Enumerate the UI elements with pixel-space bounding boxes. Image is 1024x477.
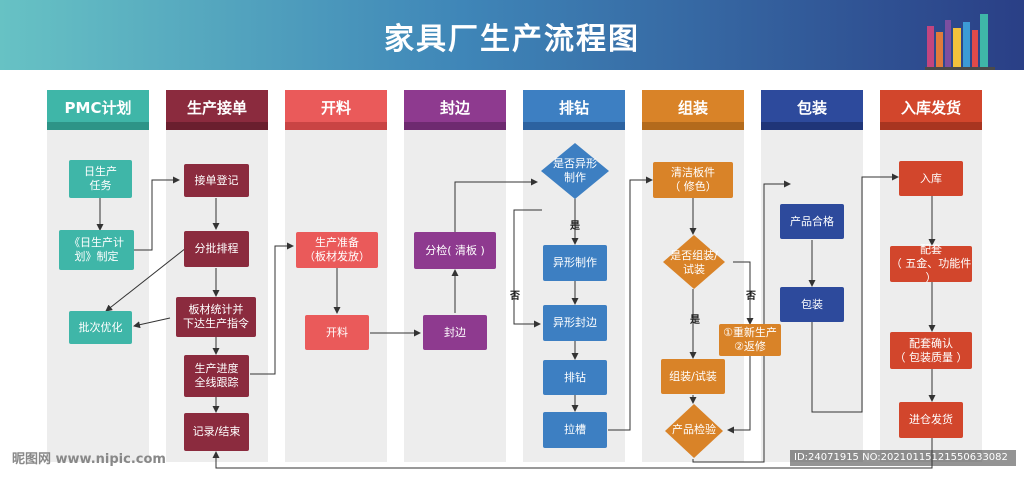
lane-label: 组装 [677, 99, 708, 117]
lane-label: 生产接单 [186, 99, 247, 117]
lane-edge: 封边 [404, 90, 506, 462]
node-order-register: 接单登记 [184, 164, 249, 197]
node-warehousing: 入库 [899, 161, 963, 196]
node-shipping: 进仓发货 [899, 402, 963, 438]
lane-header-shipping: 入库发货 [880, 90, 982, 130]
node-progress-track: 生产进度全线跟踪 [184, 355, 249, 397]
label-no-1: 否 [510, 291, 520, 302]
node-material-stat: 板材统计并下达生产指令 [176, 297, 256, 337]
lane-label: 开料 [320, 99, 351, 117]
node-drilling: 排钻 [543, 360, 607, 395]
header-banner [0, 0, 1024, 70]
node-record-close: 记录/结束 [184, 413, 249, 451]
lane-header-pmc: PMC计划 [47, 90, 149, 130]
lane-header-drill: 排钻 [523, 90, 625, 130]
node-edge-band: 封边 [423, 315, 487, 350]
lane-header-cutting: 开料 [285, 90, 387, 130]
node-daily-plan: 日生产任务 [69, 160, 132, 198]
decision-is-special: 是否异形制作 [553, 157, 597, 184]
lane-label: 排钻 [558, 99, 589, 117]
lane-header-packing: 包装 [761, 90, 863, 130]
decision-inspection-shape [665, 404, 723, 458]
node-packing: 包装 [780, 287, 844, 322]
lane-pmc: PMC计划 [47, 90, 149, 462]
node-kitting: 配套（ 五金、功能件 ） [890, 243, 972, 284]
node-batch-schedule: 分批排程 [184, 231, 249, 267]
lane-label: 入库发货 [900, 99, 961, 117]
node-prod-prep: 生产准备（板材发放） [296, 232, 378, 268]
node-cutting: 开料 [305, 315, 369, 350]
node-clean-parts: 清洁板件（ 修色） [653, 162, 733, 198]
label-yes-2: 是 [690, 315, 700, 326]
watermark-left: 昵图网 www.nipic.com [12, 452, 166, 467]
lane-header-assembly: 组装 [642, 90, 744, 130]
lane-header-order: 生产接单 [166, 90, 268, 130]
node-special-make: 异形制作 [543, 245, 607, 281]
label-yes-1: 是 [570, 221, 580, 232]
lane-order: 生产接单 [166, 90, 268, 462]
node-slotting: 拉槽 [543, 412, 607, 448]
decision-is-special-shape [541, 143, 609, 199]
lane-label: 封边 [439, 99, 470, 117]
lane-cutting: 开料 [285, 90, 387, 462]
lane-label: 包装 [796, 99, 827, 117]
books-icon [925, 14, 995, 70]
page-title: 家具厂生产流程图 [384, 22, 640, 57]
node-batch-optimize: 批次优化 [69, 311, 132, 344]
node-daily-plan-doc: 《日生产计划》制定 [59, 230, 134, 270]
node-qualified: 产品合格 [780, 204, 844, 239]
node-kit-confirm: 配套确认（ 包装质量 ） [890, 332, 972, 369]
decision-assembled-shape [663, 235, 725, 289]
node-sort-check: 分检( 清板 ) [414, 232, 496, 269]
lane-label: PMC计划 [64, 99, 132, 117]
label-no-2: 否 [746, 291, 756, 302]
watermark-right: ID:24071915 NO:20210115121550633082 [790, 450, 1016, 466]
node-assemble: 组装/试装 [661, 359, 725, 394]
decision-is-assembled: 是否组装/试装 [670, 249, 718, 276]
lane-header-edge: 封边 [404, 90, 506, 130]
node-inspection: 产品检验 [672, 423, 716, 436]
node-special-edge: 异形封边 [543, 305, 607, 341]
